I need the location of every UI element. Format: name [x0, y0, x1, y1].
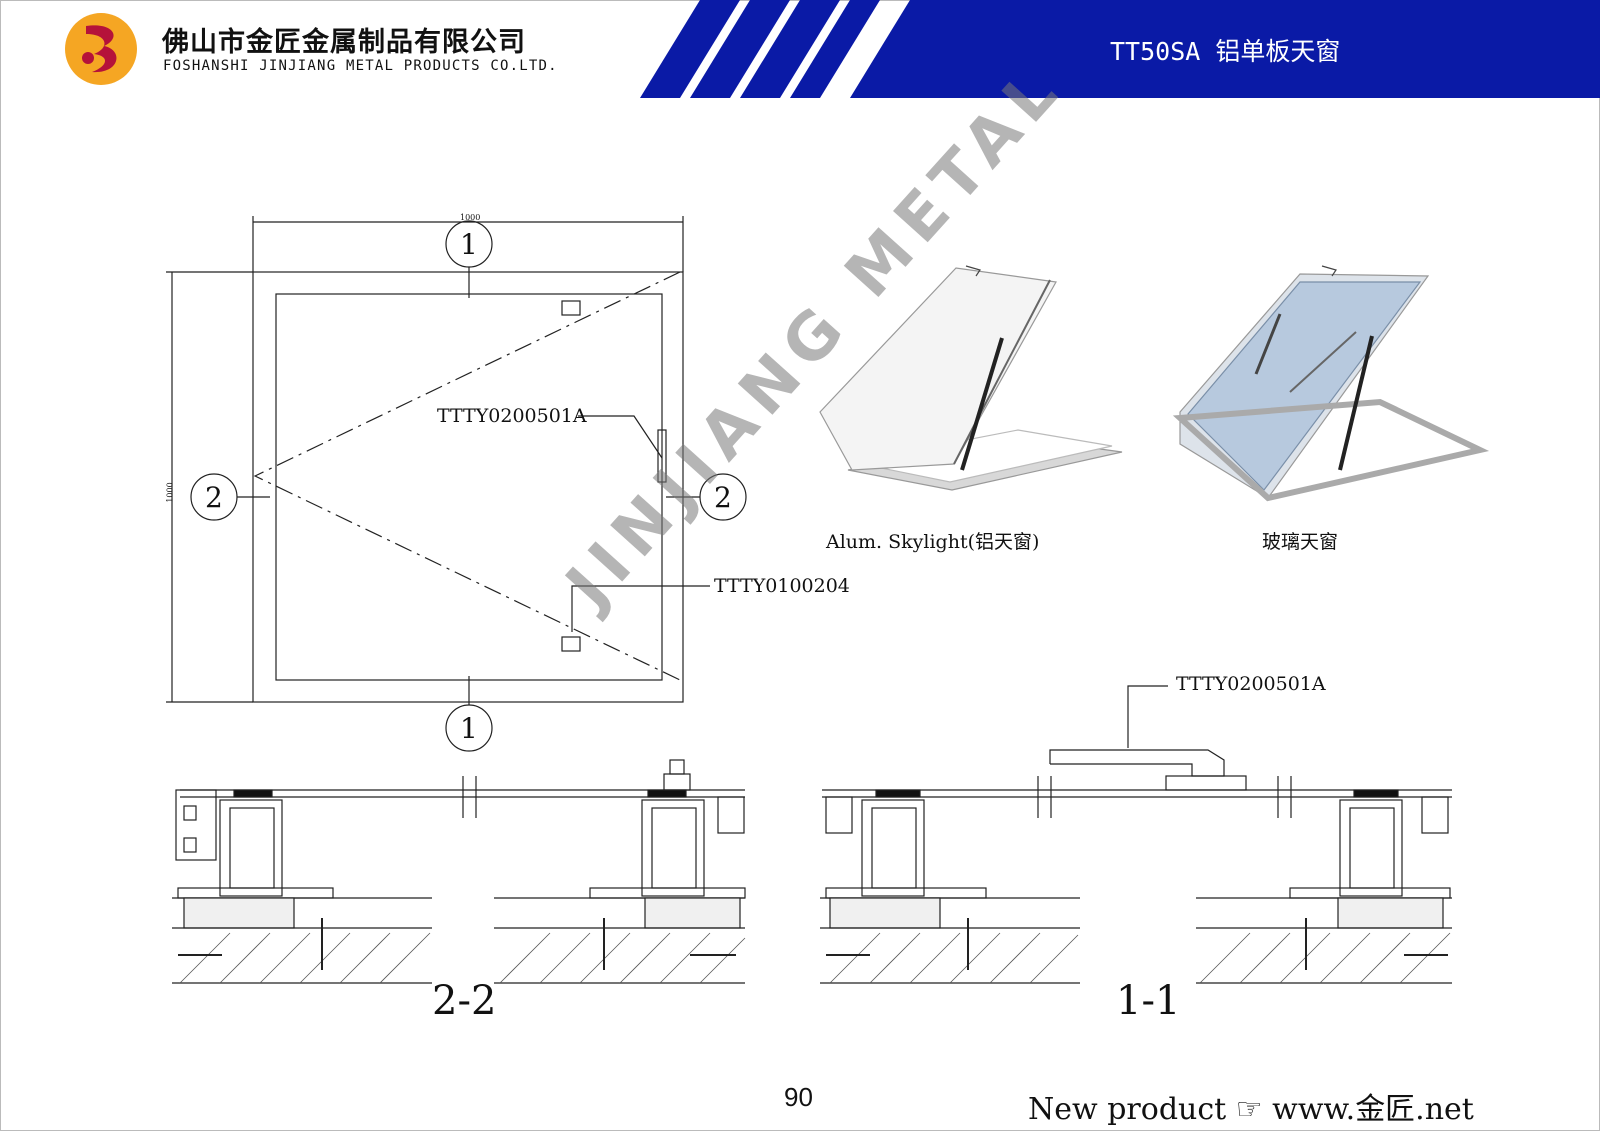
inner-frame — [275, 293, 663, 681]
part-handle-label: TTTY0200501A — [437, 405, 587, 427]
part-bracket-label: TTTY0100204 — [714, 575, 850, 597]
handle-mark — [657, 429, 667, 483]
marker-1-bottom-label: 1 — [460, 712, 478, 745]
company-name-cn: 佛山市金匠金属制品有限公司 — [162, 27, 526, 58]
footer-link[interactable]: New product ☞ www.金匠.net — [1028, 1092, 1474, 1127]
company-logo — [65, 13, 137, 85]
bracket-top — [561, 300, 581, 316]
section-part-label: TTTY0200501A — [1176, 673, 1326, 695]
plan-view — [166, 216, 747, 752]
dim-top: 1000 — [460, 213, 481, 222]
marker-2-left-label: 2 — [205, 481, 223, 514]
company-name-en: FOSHANSHI JINJIANG METAL PRODUCTS CO.LTD… — [163, 58, 558, 74]
section-1-1 — [820, 685, 1452, 984]
section-2-2 — [172, 759, 746, 984]
glass-skylight-illustration — [1172, 265, 1490, 502]
page-number: 90 — [784, 1082, 813, 1112]
alum-skylight-illustration — [819, 265, 1123, 491]
glass-skylight-caption: 玻璃天窗 — [1262, 531, 1339, 553]
section-1-1-label: 1-1 — [1116, 978, 1181, 1024]
bracket-bottom — [561, 636, 581, 652]
dim-left: 1000 — [165, 482, 175, 503]
header-band — [640, 0, 1600, 98]
outer-frame — [252, 271, 684, 703]
section-2-2-label: 2-2 — [432, 978, 497, 1024]
marker-1-top-label: 1 — [460, 228, 478, 261]
page-title: TT50SA 铝单板天窗 — [1110, 37, 1341, 66]
alum-skylight-caption: Alum. Skylight(铝天窗) — [826, 531, 1040, 553]
marker-2-right-label: 2 — [714, 481, 732, 514]
